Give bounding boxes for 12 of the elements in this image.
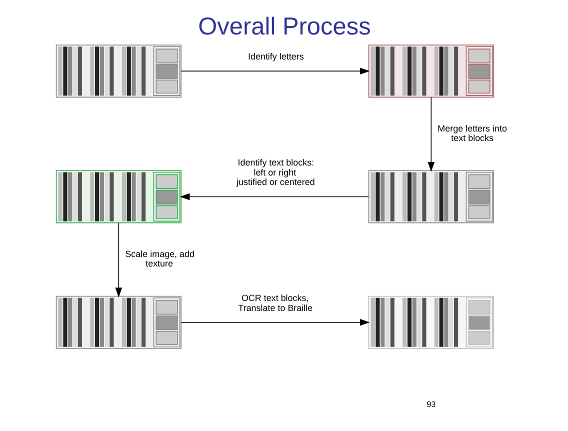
diagram-title: Overall Process [198,13,370,40]
arrow [427,96,434,172]
edge-label: Scale image, add texture [124,248,194,269]
arrow [179,193,368,200]
edge-label: Merge letters into text blocks [437,123,506,144]
edge-label: Identify text blocks: left or right justified or centered [236,158,314,188]
edge-label: OCR text blocks, Translate to Braille [238,293,312,313]
arrow [114,222,122,298]
arrow [180,318,370,326]
edge-label: Identify letters [247,52,304,62]
arrow [180,68,370,75]
label: 93 [426,400,436,409]
